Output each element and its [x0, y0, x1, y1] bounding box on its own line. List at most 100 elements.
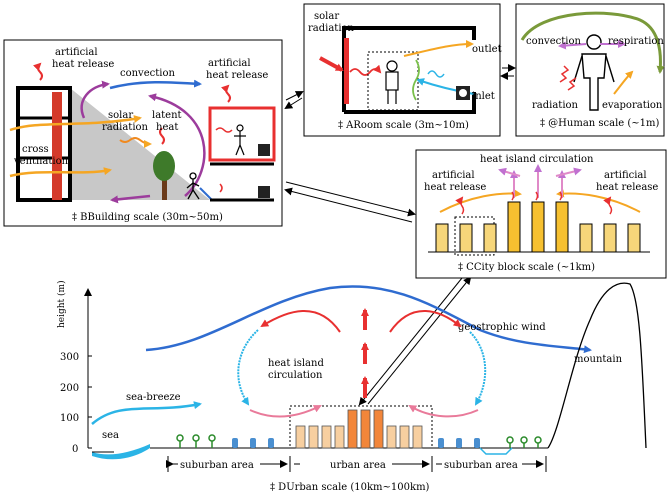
urban-buildings	[295, 409, 423, 449]
city-building-7	[579, 223, 593, 253]
label-sea-breeze: sea-breeze	[126, 392, 181, 403]
suburban-houses-right	[438, 438, 480, 448]
label-suburban-right: suburban area	[444, 460, 518, 471]
convection-arrow	[109, 79, 202, 90]
label-latent-1: latent	[152, 110, 182, 121]
city-building-1	[435, 223, 449, 253]
label-mountain: mountain	[574, 354, 623, 365]
convection-body-arrow	[558, 41, 587, 50]
label-urban-area: urban area	[330, 460, 386, 471]
geostrophic-wind-arrow	[145, 285, 592, 354]
city-outflow-left	[498, 167, 521, 177]
label-artificial-heat-left-1: artificial	[55, 47, 98, 58]
room-airflow-wave	[427, 70, 445, 78]
room-ac-fan-icon	[459, 89, 467, 97]
room-label-outlet: outlet	[472, 44, 502, 55]
label-sea: sea	[102, 430, 119, 441]
city-building-2	[459, 223, 473, 253]
sea-surface	[92, 444, 150, 460]
suburban-houses-left	[232, 438, 274, 448]
city-label-artificial-left-1: artificial	[432, 170, 475, 181]
city-label-artificial-left-2: heat release	[424, 182, 486, 193]
urban-scale-panel: height (m) 300 200 100 0 geostrophic win…	[56, 280, 647, 493]
heat-island-descent-left	[237, 329, 259, 406]
building-caption: ‡ BBuilding scale (30m~50m)	[72, 212, 223, 223]
connector-building-city	[285, 181, 416, 217]
room-radiation-wave	[349, 64, 382, 76]
urban-building-2	[308, 425, 319, 449]
tick-100: 100	[60, 413, 79, 424]
evaporation-arrow	[613, 70, 634, 95]
room-occupant-icon	[385, 60, 399, 104]
sea-breeze-arrow	[91, 401, 202, 425]
city-label-heat-island: heat island circulation	[480, 154, 594, 165]
label-solar-1: solar	[108, 110, 133, 121]
room-outlet-flow	[403, 40, 474, 57]
room-scale-panel: solar radiation outlet inlet ‡ ARoom sca…	[303, 3, 502, 137]
latent-heat-squiggle	[159, 127, 165, 145]
tick-300: 300	[60, 352, 79, 363]
city-building-8	[603, 223, 617, 253]
suburban-trees-left	[176, 434, 216, 448]
area-brackets	[166, 456, 547, 472]
pedestrian-icon	[186, 172, 200, 200]
urban-building-3	[321, 425, 332, 449]
city-heat-squiggle-1	[455, 196, 465, 215]
urban-caption: ‡ DUrban scale (10km~100km)	[270, 482, 430, 493]
heat-island-inflow-right	[408, 404, 479, 418]
label-convection: convection	[120, 68, 175, 79]
city-building-3	[483, 223, 497, 253]
human-convection-arrow	[520, 11, 665, 74]
city-label-artificial-right-1: artificial	[604, 170, 647, 181]
cross-ventilation-arrow	[9, 115, 142, 132]
radiation-zigzag	[559, 65, 570, 83]
human-label-evaporation: evaporation	[602, 100, 663, 111]
human-label-respiration: respiration	[608, 36, 664, 47]
label-heat-island-2: circulation	[268, 370, 323, 381]
label-latent-2: heat	[156, 122, 178, 133]
room-convection-green	[412, 59, 420, 101]
river	[479, 447, 513, 455]
room-person-icon	[234, 124, 246, 156]
connector-room-building	[284, 97, 303, 110]
urban-building-10	[412, 425, 423, 449]
human-figure-icon	[573, 34, 615, 111]
connector-arrows	[284, 64, 516, 406]
room-label-inlet: inlet	[472, 91, 495, 102]
urban-building-7	[373, 409, 384, 449]
heat-release-squiggle-right	[220, 84, 231, 103]
room-occupant-zone	[367, 51, 419, 111]
city-flow-right	[556, 189, 641, 213]
tick-0: 0	[72, 444, 78, 455]
city-heat-squiggle-4	[559, 191, 563, 201]
city-outflow-right	[555, 167, 582, 177]
tree-icon	[153, 151, 175, 200]
city-block-panel: heat island circulation artificial heat …	[415, 149, 667, 279]
urban-building-8	[386, 425, 397, 449]
city-building-6	[555, 201, 569, 253]
room-solar-arrow	[319, 56, 344, 72]
label-suburban-left: suburban area	[180, 460, 254, 471]
connector-building-room	[285, 91, 304, 101]
city-building-5	[531, 201, 545, 253]
height-ticks: 300 200 100 0	[60, 352, 92, 455]
connector-city-building	[284, 187, 413, 223]
building-scale-panel: artificial heat release convection artif…	[3, 39, 283, 227]
room-label-solar-2: radiation	[308, 23, 355, 34]
building-circulation-left	[80, 80, 110, 119]
heat-island-outflow-right	[389, 310, 462, 333]
city-building-9	[627, 223, 641, 253]
label-artificial-heat-left-2: heat release	[52, 59, 114, 70]
heat-release-squiggle-left	[32, 62, 43, 81]
urban-building-5	[347, 409, 358, 449]
city-building-4	[507, 201, 521, 253]
urban-building-4	[334, 425, 345, 449]
heat-island-inflow-left	[249, 405, 322, 418]
label-artificial-heat-right-1: artificial	[208, 58, 251, 69]
heat-island-outflow-left	[260, 310, 341, 333]
mountain-outline	[547, 282, 647, 449]
room-window	[344, 38, 349, 104]
city-label-artificial-right-2: heat release	[596, 182, 658, 193]
room-caption: ‡ ARoom scale (3m~10m)	[338, 120, 469, 131]
